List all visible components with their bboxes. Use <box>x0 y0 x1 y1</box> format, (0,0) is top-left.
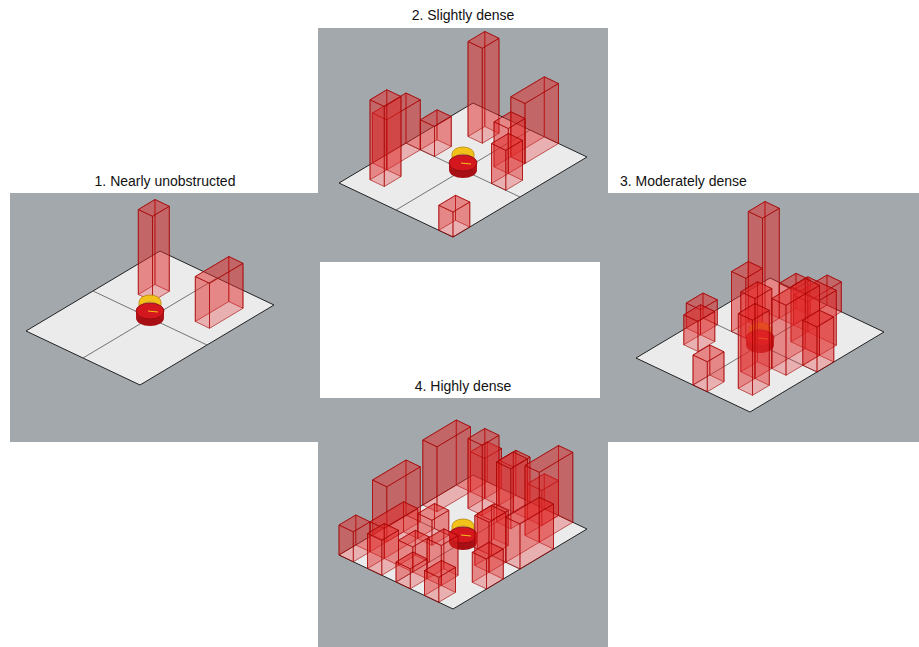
block-face <box>468 439 482 516</box>
block-face <box>368 524 399 541</box>
block-face <box>738 314 752 396</box>
block-face <box>525 446 573 473</box>
block-face <box>423 440 437 512</box>
block-face <box>468 32 499 49</box>
block-face <box>423 420 471 447</box>
block-face <box>138 200 169 217</box>
block-face <box>396 552 427 569</box>
block-face <box>494 112 525 129</box>
block-face <box>492 144 506 191</box>
block-face <box>803 320 817 372</box>
block-face <box>472 542 503 559</box>
block-face <box>753 310 770 395</box>
block-face <box>475 506 506 523</box>
block-face <box>492 134 523 151</box>
grid-line <box>93 291 207 345</box>
panel-ground <box>318 28 608 262</box>
block-face <box>370 502 418 529</box>
scenario-panel: 3. Moderately dense <box>600 172 919 442</box>
block-face <box>468 429 499 446</box>
panel-ground <box>600 193 919 442</box>
block-face <box>370 90 401 107</box>
block-face <box>506 517 520 569</box>
panel-title: 4. Highly dense <box>413 377 514 395</box>
device-top <box>136 303 164 319</box>
scenario-panel: 1. Nearly unobstructed <box>10 172 320 442</box>
city-blocks <box>26 32 884 610</box>
block-face <box>439 195 470 212</box>
panel-ground <box>318 398 608 647</box>
block-face <box>684 305 715 322</box>
block-face <box>693 345 724 362</box>
block-face <box>339 515 370 532</box>
scenario-panel: 2. Slightly dense <box>318 6 608 262</box>
scenario-panel: 4. Highly dense <box>318 377 608 647</box>
block-face <box>153 206 170 301</box>
block-face <box>373 460 421 487</box>
block-face <box>772 299 786 376</box>
block-face <box>195 277 209 329</box>
ground-plane <box>636 278 884 412</box>
block-face <box>138 210 152 302</box>
block-face <box>741 282 772 299</box>
block-face <box>418 504 449 521</box>
block-face <box>803 310 834 327</box>
block-face <box>427 529 458 546</box>
device-top <box>449 155 477 171</box>
panel-title: 3. Moderately dense <box>618 172 749 190</box>
panel-ground <box>10 193 320 442</box>
block-face <box>368 534 382 576</box>
block-face <box>732 262 763 279</box>
block-face <box>497 452 528 469</box>
device-arrow <box>148 311 158 312</box>
block-face <box>511 77 559 104</box>
block-face <box>370 100 384 187</box>
device-arrow <box>461 163 471 164</box>
block-face <box>195 257 243 284</box>
block-face <box>384 97 401 187</box>
block-face <box>420 110 451 127</box>
device-arrow <box>461 535 471 536</box>
block-face <box>468 42 482 144</box>
panel-title: 1. Nearly unobstructed <box>93 172 238 190</box>
block-face <box>425 561 456 578</box>
block-face <box>772 279 820 306</box>
block-face <box>506 497 554 524</box>
block-face <box>748 202 779 219</box>
block-face <box>399 530 430 547</box>
panel-title: 2. Slightly dense <box>410 6 517 24</box>
block-face <box>738 304 769 321</box>
